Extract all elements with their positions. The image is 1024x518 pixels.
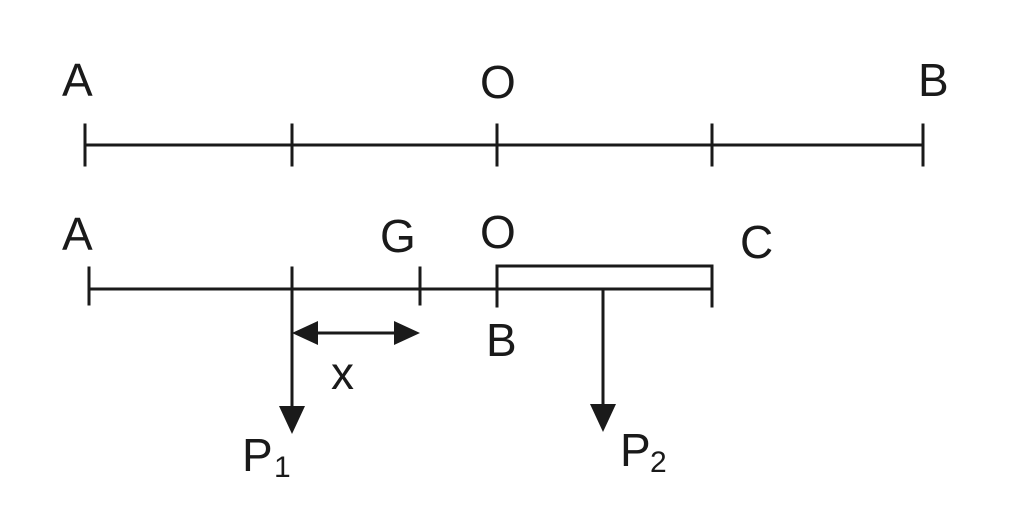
force-p1: P 1	[242, 287, 305, 484]
force-p2-label: P	[620, 424, 651, 476]
bottom-label-b: B	[486, 314, 517, 366]
top-label-b: B	[918, 54, 949, 106]
force-p1-subscript: 1	[274, 451, 291, 484]
bottom-bar: A G O C B	[62, 206, 773, 366]
top-label-a: A	[62, 54, 93, 106]
bottom-label-o: O	[480, 206, 516, 258]
displacement-indicator: x	[292, 321, 420, 399]
force-p2-subscript: 2	[650, 446, 667, 479]
force-p2-arrow-head	[590, 404, 616, 432]
bottom-label-c: C	[740, 216, 773, 268]
displacement-arrow-left-head	[292, 321, 318, 345]
force-p1-arrow-head	[279, 406, 305, 434]
force-p1-label: P	[242, 429, 273, 481]
bottom-label-g: G	[380, 210, 416, 262]
force-p2: P 2	[590, 287, 667, 479]
top-bar: A O B	[62, 54, 949, 167]
displacement-arrow-right-head	[394, 321, 420, 345]
displacement-label: x	[331, 347, 354, 399]
bottom-label-a: A	[62, 208, 93, 260]
top-label-o: O	[480, 56, 516, 108]
